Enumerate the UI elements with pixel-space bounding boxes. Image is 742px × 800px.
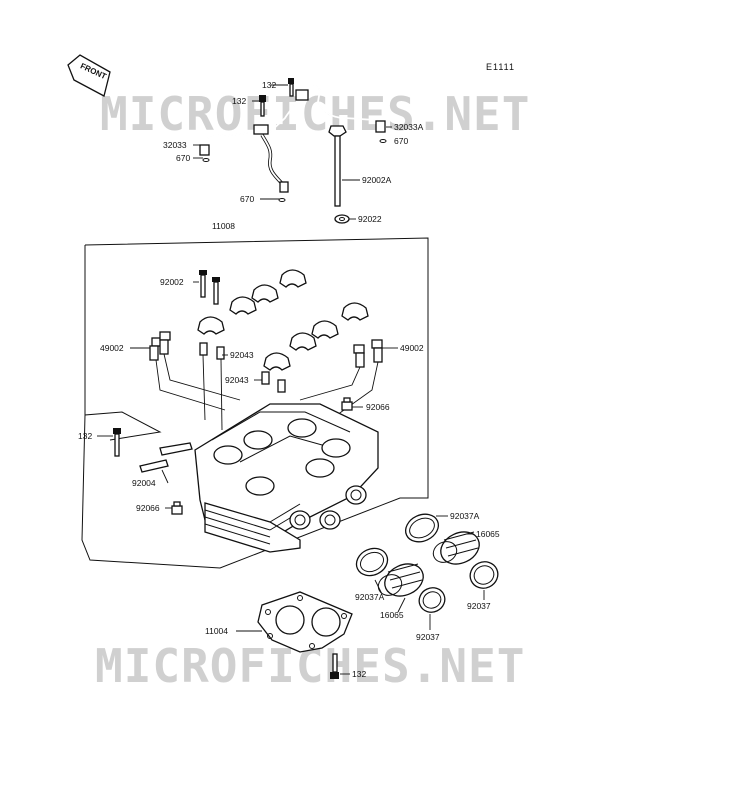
label-92022: 92022: [358, 214, 382, 224]
holder-16065-upper: [432, 531, 480, 565]
diagram-code: E1111: [486, 62, 515, 72]
label-16065-upper: 16065: [476, 529, 500, 539]
clamp-92037A-upper: [404, 513, 440, 543]
stud-92004: [139, 442, 193, 473]
holder-16065-lower: [377, 563, 424, 597]
label-16065-lower: 16065: [380, 610, 404, 620]
watermark-top: MICROFICHES.NET: [100, 87, 530, 141]
label-132-bottom: 132: [352, 669, 366, 679]
label-132-left: 132: [78, 431, 92, 441]
assembly-outline: [81, 237, 429, 569]
label-92037-upper: 92037: [467, 601, 491, 611]
label-92004: 92004: [132, 478, 156, 488]
label-92066-right: 92066: [366, 402, 390, 412]
plug-92066-right: [341, 397, 353, 411]
label-670-c: 670: [394, 136, 408, 146]
washer-92022: [334, 214, 350, 224]
label-92043-a: 92043: [230, 350, 254, 360]
bolt-132-bottom: [330, 653, 339, 679]
label-92066-left: 92066: [136, 503, 160, 513]
label-32033A: 32033A: [394, 122, 424, 132]
label-670-b: 670: [240, 194, 254, 204]
label-132-top: 132: [262, 80, 276, 90]
label-92037-lower: 92037: [416, 632, 440, 642]
label-92002: 92002: [160, 277, 184, 287]
plug-fittings-49002: [149, 331, 383, 421]
label-670-a: 670: [176, 153, 190, 163]
clamp-92037-upper: [469, 561, 499, 589]
head-gasket-11004: [257, 591, 353, 653]
leader-lines: [97, 84, 485, 675]
clamp-92037-lower: [418, 587, 446, 613]
bolts-92002: [199, 270, 220, 305]
long-bolt-92002A: [328, 125, 347, 207]
cylinder-head: [194, 403, 379, 553]
label-92037A-lower: 92037A: [355, 592, 385, 602]
label-92002A: 92002A: [362, 175, 392, 185]
plug-92066-left: [171, 501, 183, 515]
label-11004: 11004: [205, 626, 228, 636]
camshaft-caps: [197, 269, 369, 371]
bolt-132-left: [113, 428, 121, 457]
label-49002-right: 49002: [400, 343, 424, 353]
front-arrow-icon: FRONT: [67, 54, 111, 97]
oil-pipe-assembly: [199, 78, 387, 202]
clamp-92037A-lower: [355, 547, 389, 577]
label-92043-b: 92043: [225, 375, 249, 385]
label-132-a: 132: [232, 96, 246, 106]
label-11008: 11008: [212, 221, 235, 231]
label-49002-left: 49002: [100, 343, 124, 353]
label-92037A-upper: 92037A: [450, 511, 480, 521]
label-32033: 32033: [163, 140, 187, 150]
